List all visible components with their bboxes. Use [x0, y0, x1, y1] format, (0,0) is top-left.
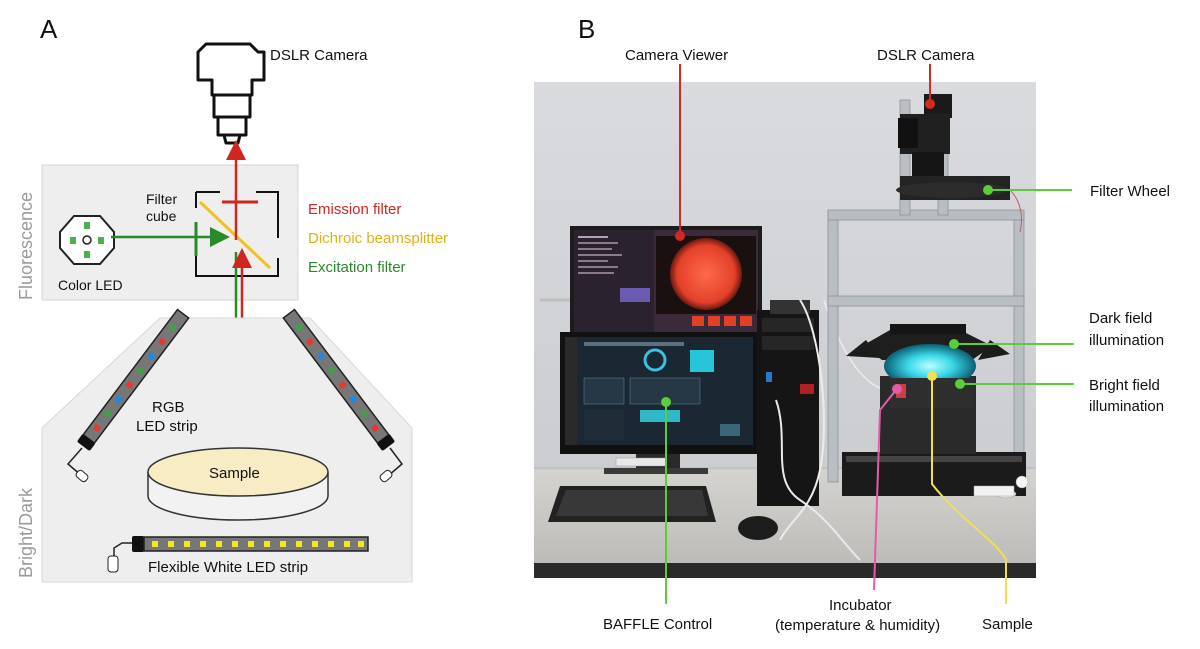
incubator-pointer — [873, 389, 897, 591]
rgb-right-plug-icon — [379, 469, 393, 483]
pc-tower — [757, 300, 819, 506]
dslr-camera-label: DSLR Camera — [270, 47, 368, 64]
dslr-camera-photo — [898, 94, 952, 178]
dslr-camera-icon — [196, 42, 266, 145]
rgb-label-line2: LED strip — [136, 418, 198, 435]
white-led-strip — [107, 536, 369, 573]
camera-viewer-dot — [675, 231, 685, 241]
rgb-left-plug-icon — [75, 469, 89, 483]
rgb-led-strip-right — [282, 308, 395, 451]
emission-filter-label: Emission filter — [308, 201, 401, 218]
incubator-label-line2: (temperature & humidity) — [775, 617, 940, 634]
dichroic-label: Dichroic beamsplitter — [308, 230, 448, 247]
baffle-control-label: BAFFLE Control — [603, 616, 712, 633]
sample-dot — [927, 371, 937, 381]
filter-cube-line2: cube — [146, 208, 177, 224]
camera-viewer-monitor — [570, 226, 762, 338]
baffle-control-monitor — [560, 332, 758, 474]
filter-cube-line1: Filter — [146, 191, 177, 207]
sample-label-a: Sample — [209, 465, 260, 482]
incubator-label-line1: Incubator — [829, 597, 892, 614]
dark-field-dot — [949, 339, 959, 349]
rgb-right-cable — [387, 447, 404, 477]
excitation-filter-label: Excitation filter — [308, 259, 406, 276]
mouse — [738, 516, 778, 540]
sample-dish — [147, 447, 329, 521]
cyan-glow — [884, 344, 976, 388]
incubator-dot — [892, 384, 902, 394]
bright-field-label-line2: illumination — [1089, 398, 1164, 415]
bright-field-label-line1: Bright field — [1089, 377, 1160, 394]
dslr-camera-label-b: DSLR Camera — [877, 47, 975, 64]
bright-field-dot — [955, 379, 965, 389]
panel-b-letter: B — [578, 14, 595, 44]
filter-wheel-label: Filter Wheel — [1090, 183, 1170, 200]
dslr-camera-dot — [925, 99, 935, 109]
setup-photo — [534, 82, 1036, 578]
panel-a-letter: A — [40, 14, 58, 44]
baffle-control-dot — [661, 397, 671, 407]
section-bright-dark: Bright/Dark — [16, 487, 36, 578]
color-led-icon — [59, 215, 115, 265]
section-fluorescence: Fluorescence — [16, 192, 36, 300]
sample-label-b: Sample — [982, 616, 1033, 633]
camera-viewer-label: Camera Viewer — [625, 47, 728, 64]
dark-field-label-line1: Dark field — [1089, 310, 1152, 327]
filter-wheel-dot — [983, 185, 993, 195]
filter-wheel-photo — [896, 176, 1023, 233]
white-led-label: Flexible White LED strip — [148, 559, 308, 576]
panel-a: A DSLR Camera Fluorescence Color LED — [16, 14, 448, 583]
rgb-led-strip-left — [77, 308, 190, 451]
rgb-label-line1: RGB — [152, 399, 185, 416]
sample-pointer — [931, 378, 1007, 604]
color-led-label: Color LED — [58, 277, 123, 293]
dark-field-label-line2: illumination — [1089, 332, 1164, 349]
panel-b: B — [534, 14, 1170, 634]
